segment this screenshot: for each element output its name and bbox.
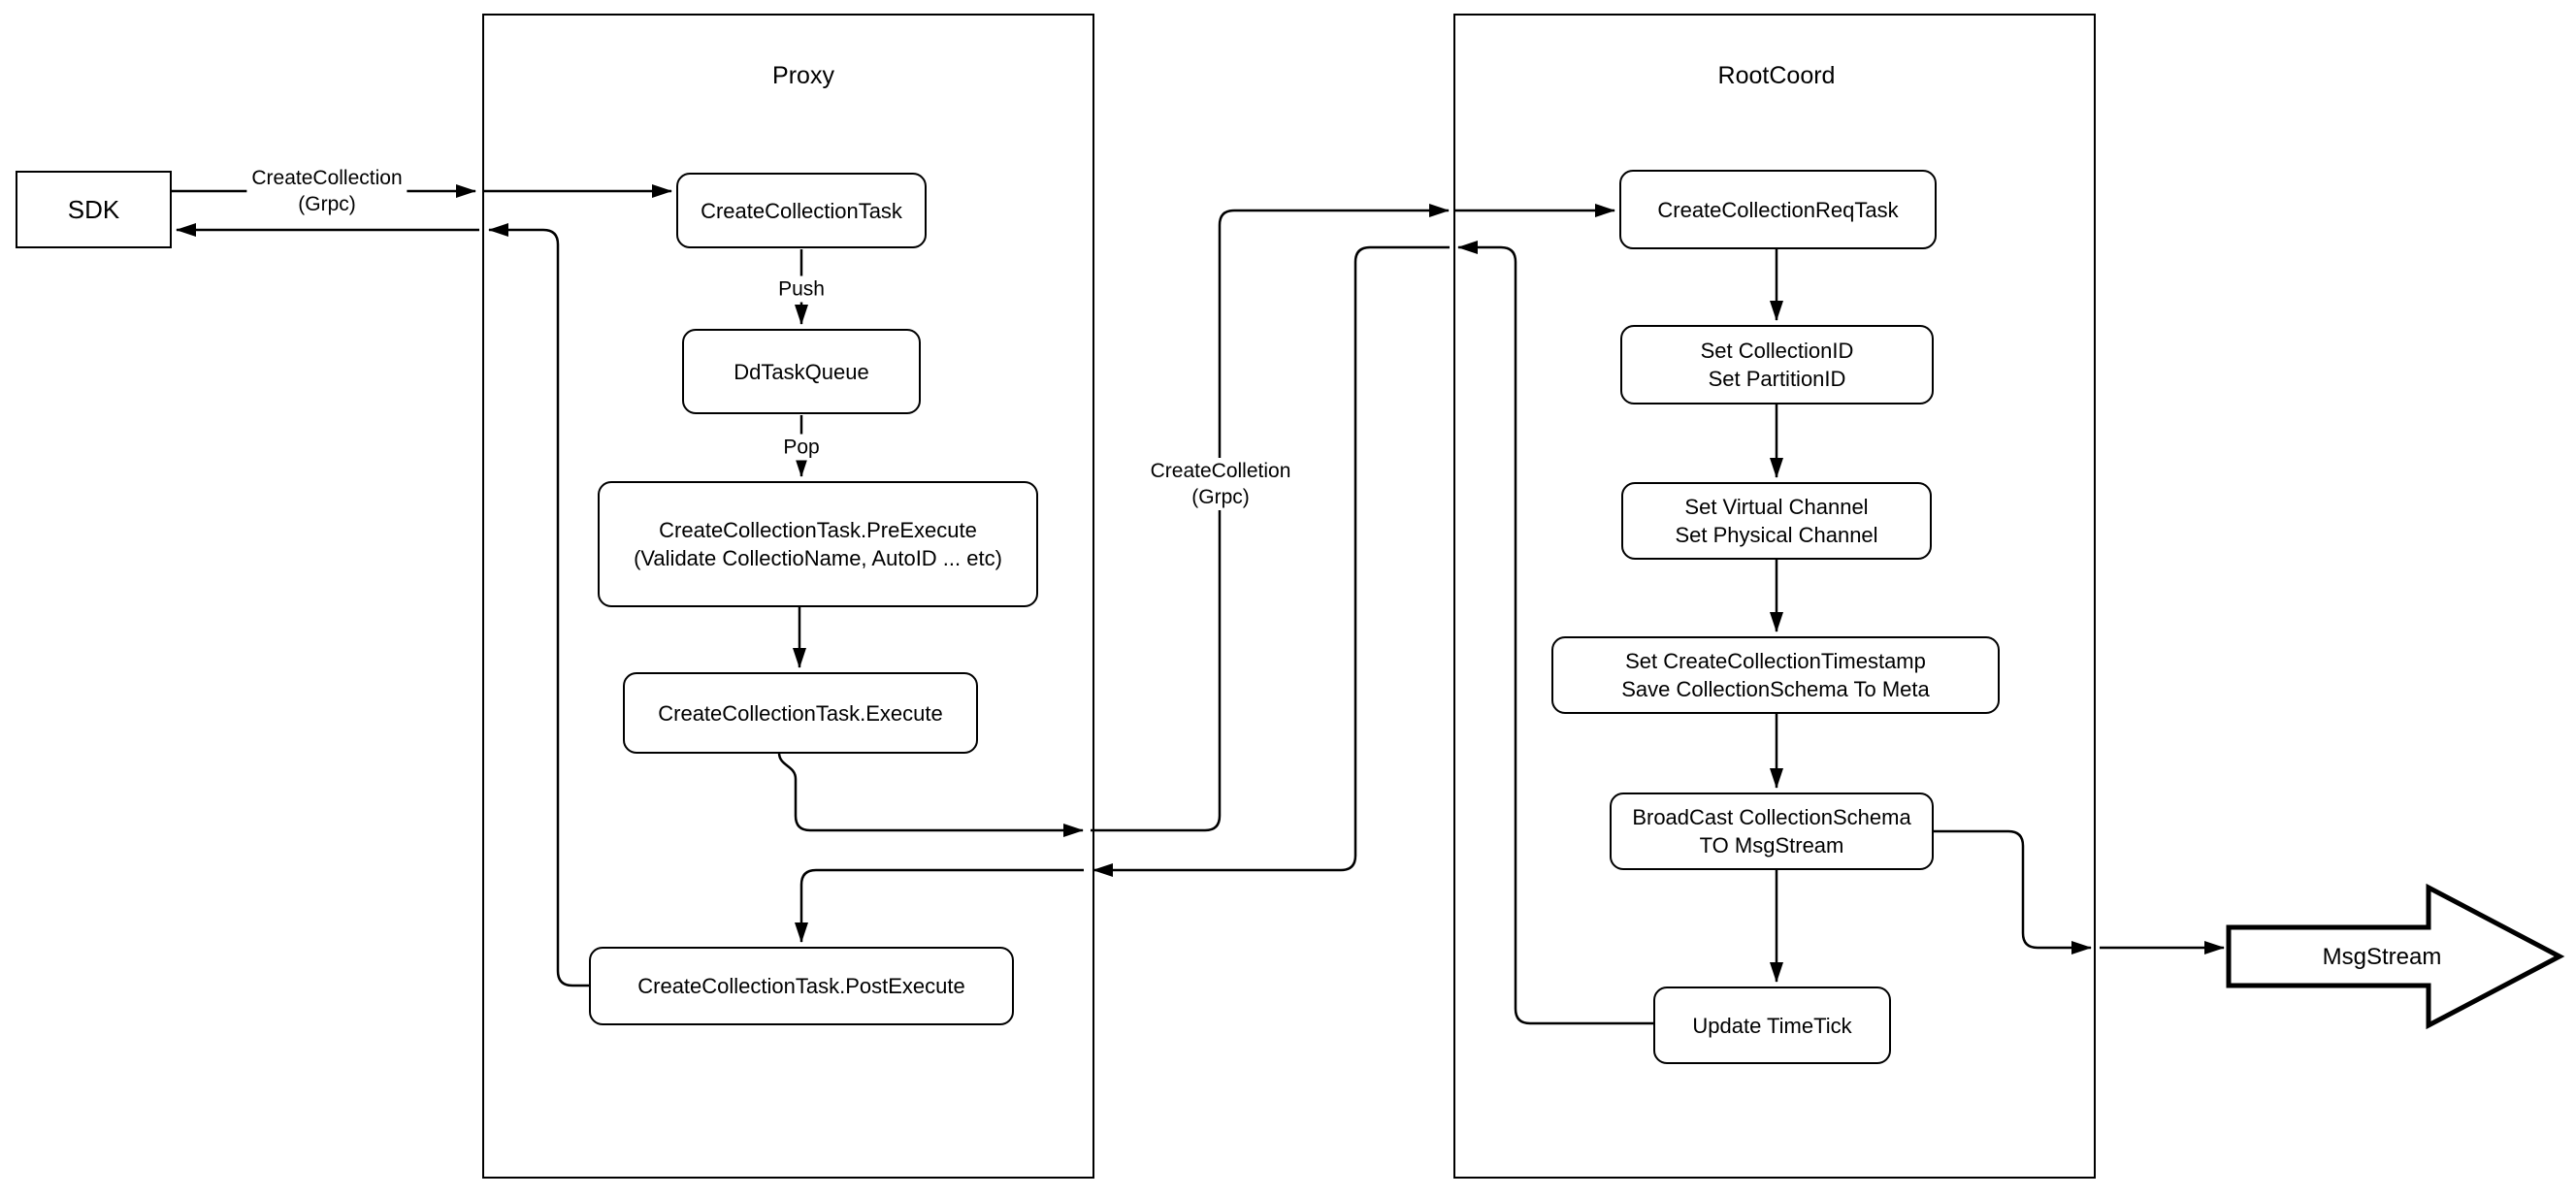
edge-label-createcollection-grpc: CreateCollection (Grpc) <box>246 165 408 217</box>
node-sdk: SDK <box>16 171 172 248</box>
proxy-container <box>482 14 1094 1179</box>
node-broadcast-collectionschema: BroadCast CollectionSchema TO MsgStream <box>1610 793 1934 870</box>
node-ddtaskqueue: DdTaskQueue <box>682 329 921 414</box>
node-execute: CreateCollectionTask.Execute <box>623 672 978 754</box>
msgstream-arrow-shape <box>2226 883 2565 1030</box>
proxy-title: Proxy <box>772 62 834 89</box>
node-update-timetick: Update TimeTick <box>1653 987 1891 1064</box>
node-set-collectionid-partitionid: Set CollectionID Set PartitionID <box>1620 325 1934 404</box>
edge-response-riser-to-proxy-border <box>1092 245 1450 877</box>
node-preexecute: CreateCollectionTask.PreExecute (Validat… <box>598 481 1038 607</box>
edge-broadcast-to-rootcoord-border <box>1934 829 2092 954</box>
edge-response-to-postexecute <box>795 868 1084 943</box>
rootcoord-title: RootCoord <box>1717 62 1836 89</box>
edge-timetick-response-to-rootcoord-border <box>1457 241 1653 1025</box>
node-set-virtual-physical-channel: Set Virtual Channel Set Physical Channel <box>1621 482 1932 560</box>
node-createcollectionreqtask: CreateCollectionReqTask <box>1619 170 1937 249</box>
edge-exec-out-to-proxy-border <box>777 752 1084 837</box>
node-postexecute: CreateCollectionTask.PostExecute <box>589 947 1014 1025</box>
edge-label-createcolletion-grpc: CreateColletion (Grpc) <box>1145 458 1296 510</box>
rootcoord-container <box>1453 14 2096 1179</box>
node-createcollectiontask: CreateCollectionTask <box>676 173 927 248</box>
edge-grpc-riser-to-rootcoord-border <box>1091 204 1450 832</box>
edge-label-push: Push <box>773 275 830 303</box>
edge-postexecute-to-proxy-border <box>488 223 589 987</box>
msgstream-arrow-label: MsgStream <box>2322 944 2442 970</box>
edge-label-pop: Pop <box>778 434 825 461</box>
node-set-timestamp-save-schema: Set CreateCollectionTimestamp Save Colle… <box>1551 636 2000 714</box>
